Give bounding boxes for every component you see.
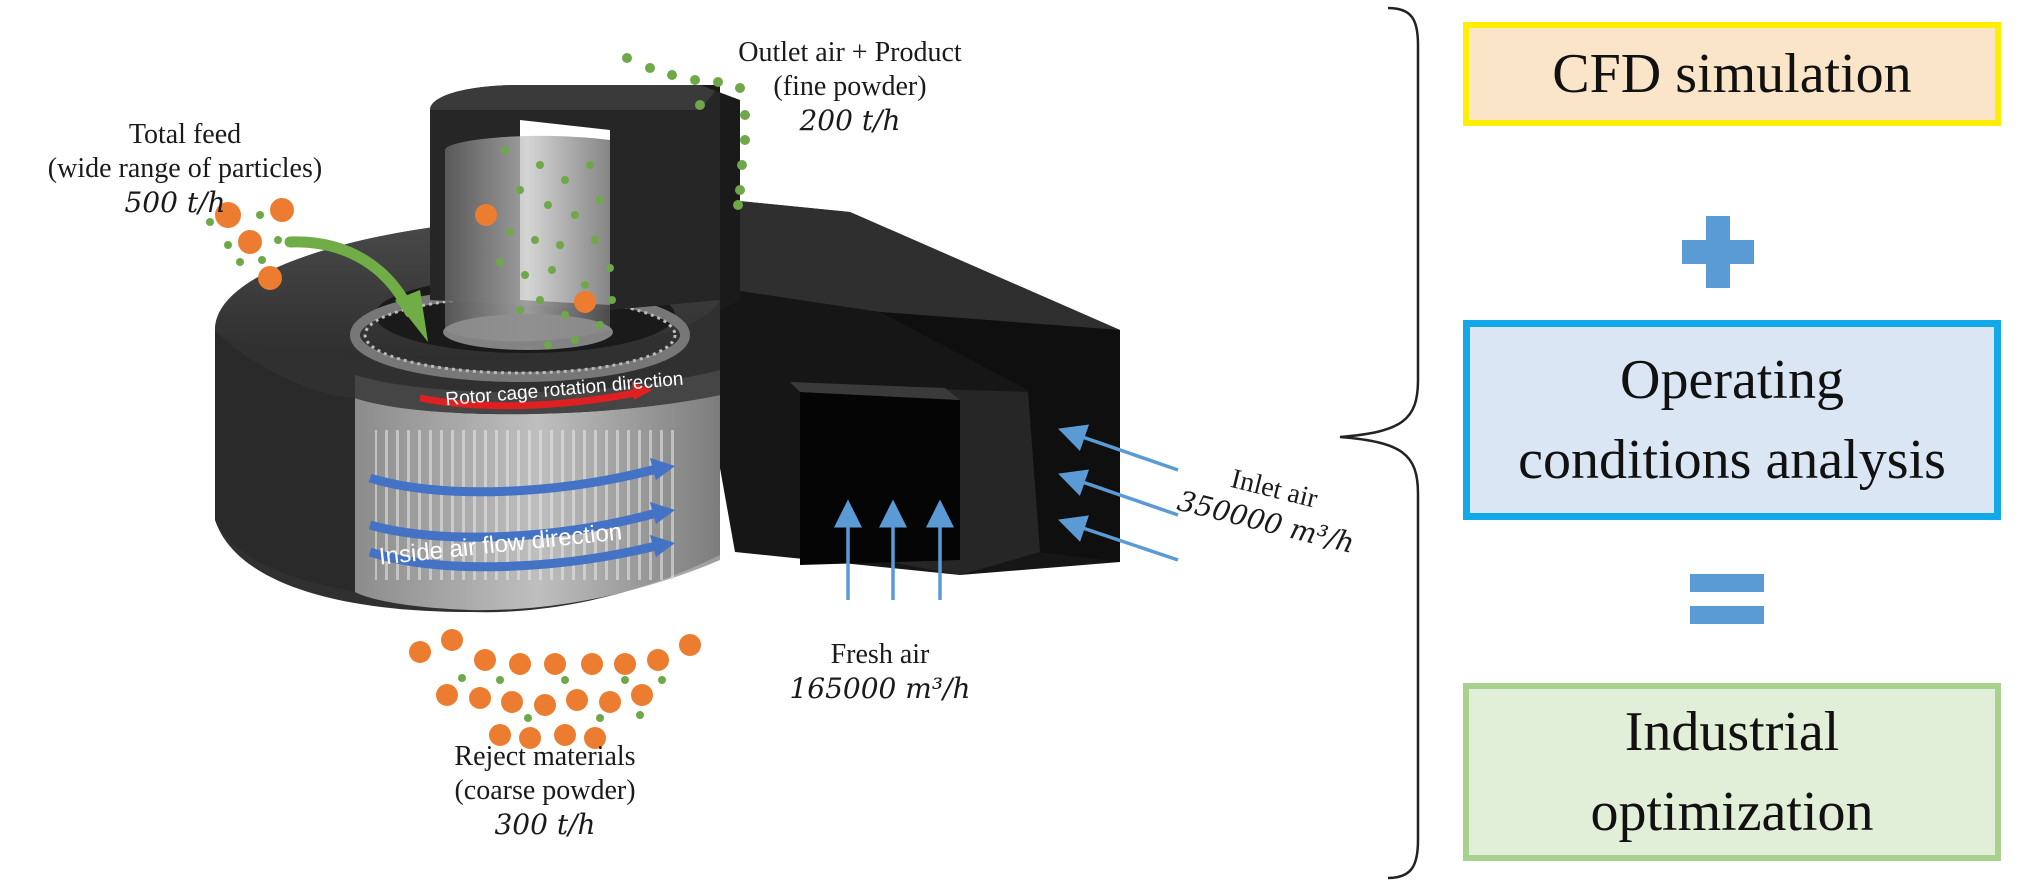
operating-line2: conditions analysis (1518, 429, 1946, 491)
outlet-particles (622, 53, 750, 210)
industrial-optimization-box: Industrial optimization (1463, 683, 2001, 861)
operating-line1: Operating (1620, 349, 1844, 411)
feed-particles (206, 198, 294, 290)
equals-icon (1690, 574, 1764, 624)
industrial-line1: Industrial (1624, 701, 1840, 763)
total-feed-label: Total feed (wide range of particles) 500… (47, 119, 323, 219)
operating-conditions-box: Operating conditions analysis (1463, 320, 2001, 520)
inlet-air-arrows (1058, 424, 1179, 562)
outlet-column (430, 85, 740, 350)
fresh-air-arrows (834, 499, 954, 600)
outlet-label: Outlet air + Product (fine powder) 200 t… (738, 37, 962, 137)
cfd-simulation-text: CFD simulation (1552, 43, 1912, 105)
reject-label: Reject materials (coarse powder) 300 t/h (454, 741, 636, 841)
fresh-air-label: Fresh air 165000 m³/h (789, 639, 971, 705)
column-particles (475, 146, 616, 349)
inside-airflow-arrowheads (650, 458, 675, 557)
curly-brace-icon (1339, 6, 1420, 880)
industrial-line2: optimization (1590, 781, 1874, 843)
plus-icon (1682, 216, 1754, 288)
inside-airflow-arrows (368, 463, 662, 572)
fresh-air-opening (790, 382, 960, 565)
reject-particles (409, 629, 701, 749)
cfd-simulation-box: CFD simulation (1463, 22, 2001, 126)
rotor-arrow-head (632, 382, 652, 400)
feed-arrow-head (395, 290, 428, 342)
rotor-rotation-arrow (419, 388, 641, 410)
